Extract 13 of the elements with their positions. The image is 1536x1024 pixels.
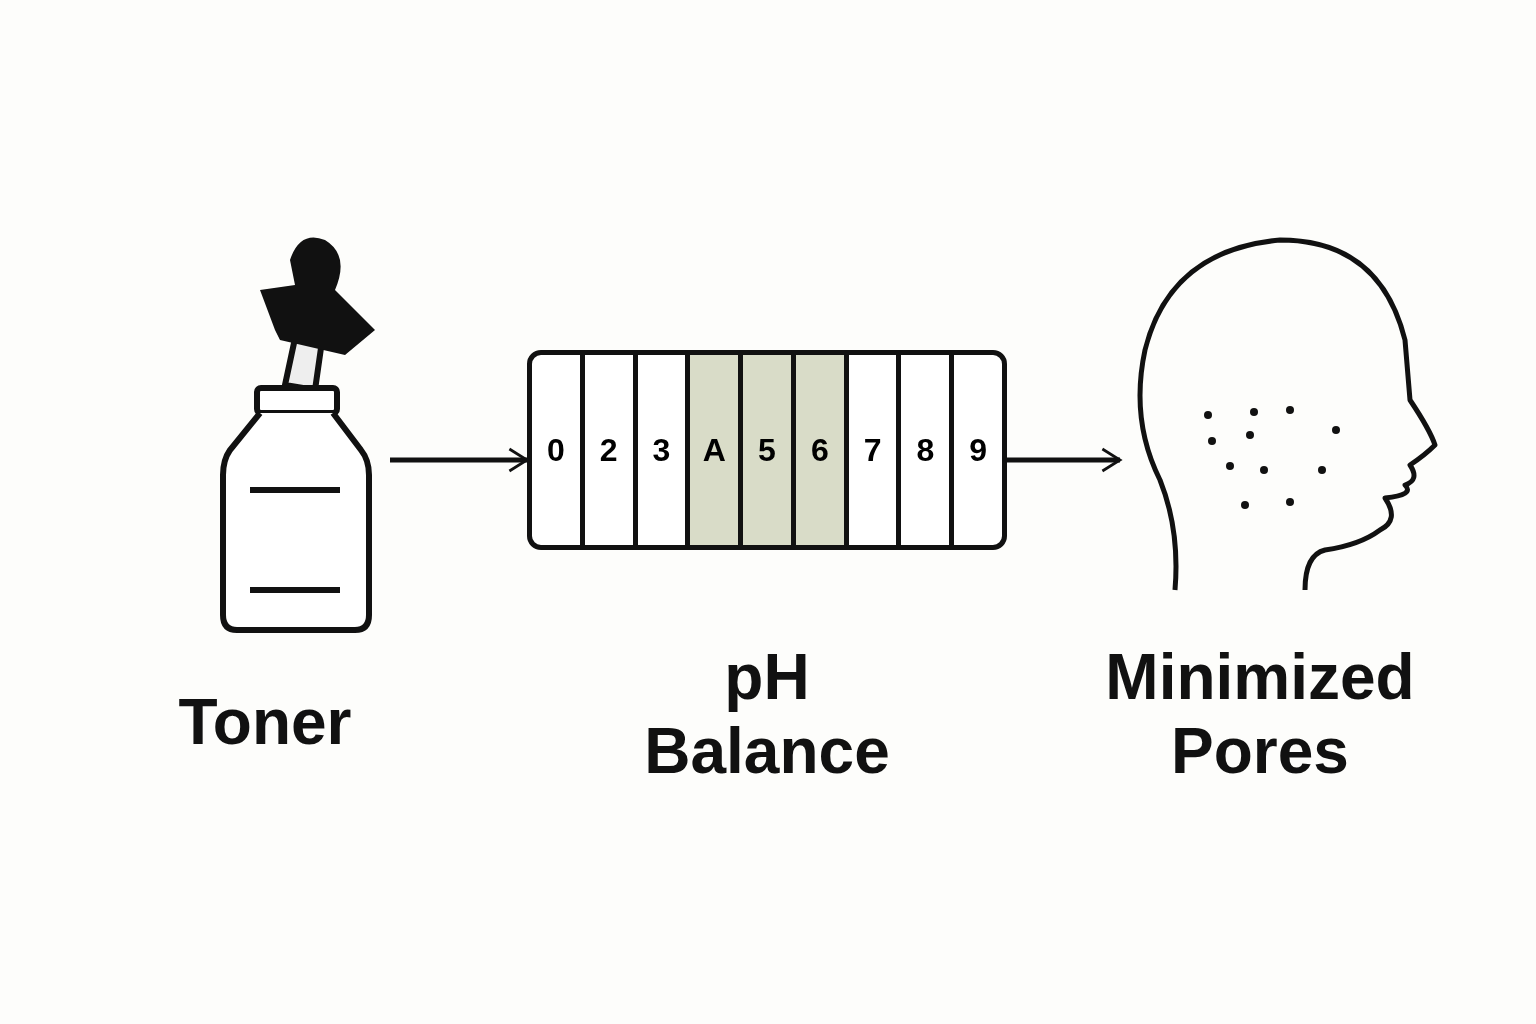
arrow xyxy=(1007,447,1122,473)
node-label: pH Balance xyxy=(643,640,891,788)
node-label: Toner xyxy=(177,685,353,759)
scale-number: A xyxy=(685,355,739,545)
scale-number: 6 xyxy=(790,355,844,545)
scale-number: 2 xyxy=(579,355,633,545)
node-label: Minimized Pores xyxy=(1104,640,1416,788)
scale-number: 9 xyxy=(949,355,1002,545)
scale-number: 5 xyxy=(738,355,791,545)
scale-number: 0 xyxy=(546,430,566,470)
arrow xyxy=(390,447,529,473)
scale-number: 7 xyxy=(843,355,897,545)
scale-number: 8 xyxy=(896,355,950,545)
